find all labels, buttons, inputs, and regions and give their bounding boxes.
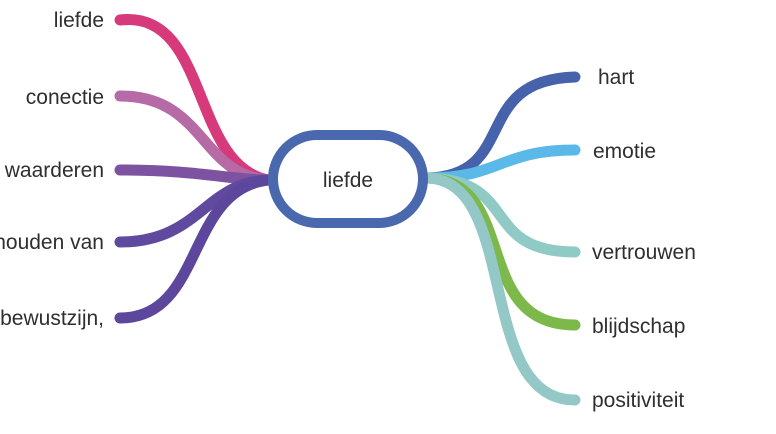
label-conectie: conectie — [26, 86, 104, 109]
label-waarderen: waarderen — [4, 159, 104, 182]
label-blijdschap: blijdschap — [592, 315, 685, 338]
label-positiviteit: positiviteit — [592, 389, 684, 412]
branch-positiviteit — [422, 172, 581, 406]
left-branches — [114, 14, 274, 324]
center-node: liefde — [268, 130, 428, 228]
label-bewustzijn: bewustzijn, — [0, 307, 104, 330]
right-labels: hart emotie vertrouwen blijdschap positi… — [592, 66, 696, 412]
label-liefde: liefde — [54, 9, 104, 32]
center-node-box — [268, 130, 428, 228]
label-emotie: emotie — [593, 140, 656, 163]
right-branches — [422, 71, 581, 406]
branch-bewustzijn — [114, 174, 274, 324]
branch-emotie — [422, 144, 581, 184]
label-houden-van: houden van — [0, 231, 104, 254]
label-vertrouwen: vertrouwen — [592, 241, 696, 264]
left-labels: liefde conectie waarderen houden van bew… — [0, 9, 104, 330]
label-hart: hart — [598, 66, 634, 89]
center-node-label: liefde — [323, 169, 373, 192]
